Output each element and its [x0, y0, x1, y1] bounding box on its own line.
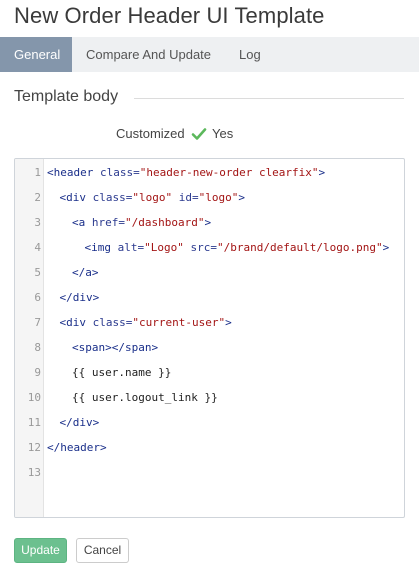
update-button[interactable]: Update — [14, 538, 67, 563]
line-number: 7 — [34, 316, 41, 329]
tab-log[interactable]: Log — [239, 47, 261, 62]
tab-general[interactable]: General — [0, 37, 72, 72]
line-number: 5 — [34, 266, 41, 279]
line-code: </header> — [47, 441, 107, 454]
code-token: </div> — [59, 416, 100, 429]
line-number: 8 — [34, 341, 41, 354]
code-editor[interactable]: 1<header class="header-new-order clearfi… — [14, 158, 405, 518]
line-number: 9 — [34, 366, 41, 379]
code-token: "Logo" — [144, 241, 184, 254]
code-token: > — [225, 316, 232, 329]
code-token: {{ user.logout_link }} — [72, 391, 218, 404]
line-code: {{ user.logout_link }} — [72, 391, 218, 404]
code-line: 11 </div> — [15, 411, 404, 436]
line-code: </div> — [60, 291, 100, 304]
code-line: 2<div class="logo" id="logo"> — [15, 186, 404, 211]
page-title: New Order Header UI Template — [14, 3, 325, 28]
code-token: id= — [172, 191, 199, 204]
line-number: 1 — [34, 166, 41, 179]
code-token: > — [318, 166, 326, 179]
code-token: > — [382, 241, 390, 254]
line-number: 3 — [34, 216, 41, 229]
code-token: > — [204, 216, 212, 229]
line-number: 2 — [34, 191, 41, 204]
code-line: 13 — [15, 461, 404, 486]
line-number: 10 — [27, 391, 41, 404]
code-token: href= — [91, 216, 125, 229]
check-icon — [191, 128, 207, 140]
code-token: <header — [47, 166, 100, 179]
line-code: <a href="/dashboard"> — [72, 216, 211, 229]
code-token: class= — [99, 166, 140, 179]
code-token: <div — [59, 316, 93, 329]
code-line: 3 <a href="/dashboard"> — [15, 211, 404, 236]
code-token: <img — [84, 241, 118, 254]
code-line: 12 </header> — [15, 436, 404, 461]
line-number: 13 — [27, 466, 41, 479]
code-token: "logo" — [132, 191, 173, 204]
code-line: 7 <div class="current-user"> — [15, 311, 404, 336]
line-number: 6 — [34, 291, 41, 304]
line-code: <div class="current-user"> — [60, 316, 232, 329]
code-token: {{ user.name }} — [72, 366, 172, 379]
code-token: alt= — [117, 241, 145, 254]
line-number-gutter — [15, 159, 44, 517]
section-title: Template body — [14, 88, 119, 105]
code-token: <div — [59, 191, 93, 204]
code-token: "logo" — [198, 191, 239, 204]
line-code: <span></span> — [72, 341, 158, 354]
code-line: 9 {{ user.name }} — [15, 361, 404, 386]
code-token: </header> — [47, 441, 107, 454]
status-label: Customized — [116, 126, 185, 141]
line-code: </a> — [72, 266, 99, 279]
code-token: "/brand/default/logo.png" — [217, 241, 383, 254]
code-line: 8 <span></span> — [15, 336, 404, 361]
line-code: {{ user.name }} — [72, 366, 171, 379]
status-value: Yes — [212, 126, 234, 141]
section-divider — [134, 98, 404, 99]
code-token: </div> — [59, 291, 100, 304]
code-line: 6 </div> — [15, 286, 404, 311]
code-token: "header-new-order clearfix" — [139, 166, 319, 179]
code-line: 1 <header class="header-new-order clearfi… — [15, 161, 404, 186]
code-token: class= — [92, 316, 133, 329]
tab-compare-and-update[interactable]: Compare And Update — [86, 47, 212, 62]
code-token: class= — [92, 191, 133, 204]
code-token: <span></span> — [72, 341, 159, 354]
code-token: src= — [183, 241, 217, 254]
code-line: 4 <img alt="Logo" src="/brand/default/log… — [15, 236, 404, 261]
code-token: "current-user" — [132, 316, 226, 329]
line-number: 11 — [27, 416, 41, 429]
line-code: <img alt="Logo" src="/brand/default/logo… — [85, 241, 390, 254]
customized-status: Customized Yes — [0, 126, 419, 144]
line-number: 12 — [27, 441, 41, 454]
line-code: <header class="header-new-order clearfix… — [47, 166, 325, 179]
code-line: 10 {{ user.logout_link }} — [15, 386, 404, 411]
line-code: <div class="logo" id="logo"> — [60, 191, 246, 204]
line-code: </div> — [60, 416, 100, 429]
code-token: > — [238, 191, 245, 204]
code-line: 5 </a> — [15, 261, 404, 286]
cancel-button[interactable]: Cancel — [76, 538, 129, 563]
tab-bar: General Compare And Update Log — [0, 37, 419, 72]
code-token: <a — [72, 216, 92, 229]
code-token: </a> — [72, 266, 99, 279]
line-number: 4 — [34, 241, 41, 254]
code-token: "/dashboard" — [125, 216, 205, 229]
